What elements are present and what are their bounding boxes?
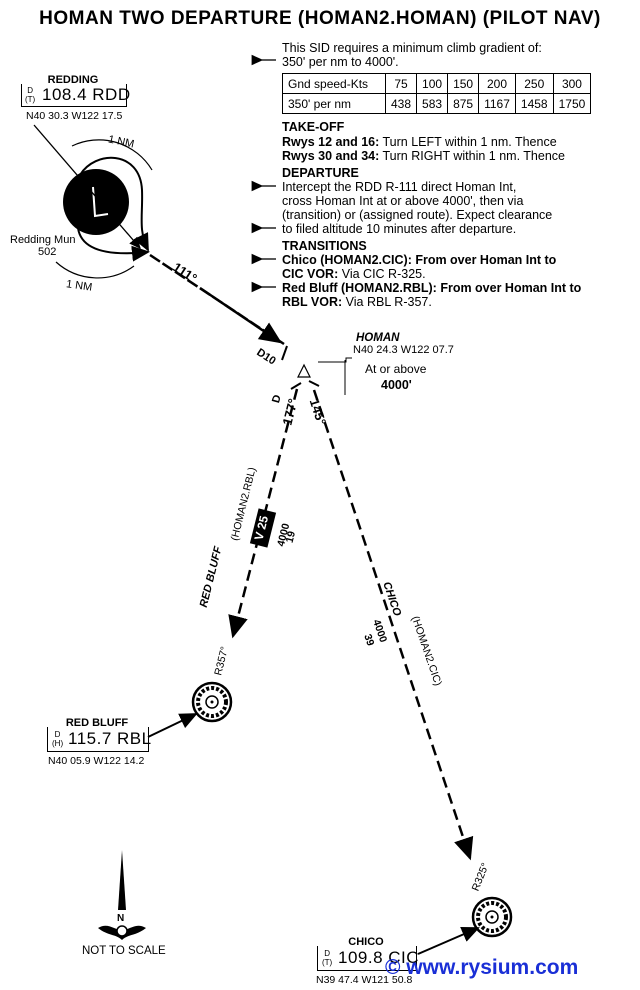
navaid-frequency: 108.4 RDD: [42, 85, 131, 104]
rdd-radial: [33, 124, 141, 249]
rwy-instruction: Turn RIGHT within 1 nm. Thence: [382, 149, 565, 163]
d-tick: [290, 382, 302, 390]
table-header-label: Gnd speed-Kts: [282, 73, 386, 94]
transition-chico: Chico (HOMAN2.CIC): From over Homan Int …: [282, 253, 557, 267]
class-flag: (T): [322, 958, 333, 967]
navaid-coordinates: N39 47.4 W121 50.8: [316, 974, 413, 986]
navaid-frame: [47, 727, 149, 752]
transition-red-bluff: Red Bluff (HOMAN2.RBL): From over Homan …: [282, 281, 582, 295]
table-row: Gnd speed-Kts 75 100 150 200 250 300: [282, 73, 592, 94]
watermark: © www.rysium.com: [385, 956, 579, 979]
navaid-name: REDDING: [47, 74, 99, 86]
class-flag: (T): [25, 95, 36, 104]
left-turn-path: [77, 227, 150, 262]
navaid-dt: D (H): [52, 730, 63, 748]
transition-red-bluff-route: RBL VOR: Via RBL R-357.: [282, 295, 432, 309]
navaid-name: CHICO: [348, 936, 384, 948]
navaid-frame: [21, 84, 127, 107]
table-cell: 875: [447, 93, 480, 114]
rbl-pointer: [147, 713, 198, 738]
text-pointer-arrows: [251, 54, 276, 293]
chico-navaid: CHICO D (T) 109.8 CIC N39 47.4 W121 50.8: [314, 936, 434, 988]
table-row-label: 350' per nm: [282, 93, 386, 114]
takeoff-heading: TAKE-OFF: [282, 120, 345, 134]
departure-line: to filed altitude 10 minutes after depar…: [282, 222, 517, 236]
runway-lines: [92, 186, 109, 218]
navaid-dt: D (T): [322, 949, 332, 967]
navaid-frequency: 109.8 CIC: [338, 948, 420, 967]
chico-vor-symbol: [471, 896, 513, 938]
transition-chico-route: CIC VOR: Via CIC R-325.: [282, 267, 426, 281]
table-cell: 1458: [514, 93, 554, 114]
departure-line: (transition) or (assigned route). Expect…: [282, 208, 553, 222]
navaid-dt: D (T): [25, 86, 35, 104]
departure-line: Intercept the RDD R-111 direct Homan Int…: [282, 180, 517, 194]
table-cell: 438: [384, 93, 418, 114]
takeoff-rwy-30-34: Rwys 30 and 34: Turn RIGHT within 1 nm. …: [282, 149, 565, 163]
departure-heading: DEPARTURE: [282, 166, 359, 180]
table-cell: 300: [552, 73, 592, 94]
table-cell: 1750: [552, 93, 592, 114]
navaid-name: RED BLUFF: [65, 717, 129, 729]
chico-route: [312, 389, 474, 861]
right-turn-path: [79, 156, 149, 252]
class-flag: (H): [52, 739, 64, 748]
airport-name: Redding Mun: [10, 234, 76, 246]
rwy-label: Rwys 30 and 34:: [282, 149, 380, 163]
homan-name: HOMAN: [356, 332, 400, 344]
table-cell: 1167: [478, 93, 516, 114]
transition-via: Via RBL R-357.: [345, 295, 432, 309]
chart-title: HOMAN TWO DEPARTURE (HOMAN2.HOMAN) (PILO…: [39, 8, 601, 29]
navaid-coordinates: N40 05.9 W122 14.2: [48, 755, 145, 767]
d-tick-right: [308, 380, 320, 387]
navaid-frequency: 115.7 RBL: [68, 729, 152, 748]
transition-target: CIC VOR:: [282, 267, 339, 281]
transition-via: Via CIC R-325.: [341, 267, 426, 281]
airway-box: [249, 508, 277, 548]
airport-elevation: 502: [38, 246, 57, 258]
north-label: N: [117, 913, 125, 924]
airport-symbol: [63, 169, 129, 235]
altitude-restriction-line-1: At or above: [365, 362, 427, 376]
homan-triangle: [297, 363, 311, 378]
rwy-label: Rwys 12 and 16:: [282, 135, 380, 149]
red-bluff-navaid: RED BLUFF D (H) 115.7 RBL N40 05.9 W122 …: [44, 717, 164, 769]
table-cell: 150: [447, 73, 480, 94]
navaid-coordinates: N40 30.3 W122 17.5: [26, 110, 123, 122]
dme-flag: D: [54, 730, 61, 739]
homan-leader: [318, 357, 352, 363]
north-arrow-icon: [98, 850, 146, 940]
dme-flag: D: [27, 86, 33, 95]
takeoff-rwy-12-16: Rwys 12 and 16: Turn LEFT within 1 nm. T…: [282, 135, 557, 149]
redding-navaid: REDDING D (T) 108.4 RDD N40 30.3 W122 17…: [18, 74, 138, 122]
rwy-instruction: Turn LEFT within 1 nm. Thence: [382, 135, 557, 149]
climb-line-1: This SID requires a minimum climb gradie…: [282, 41, 542, 55]
navaid-frame: [317, 946, 417, 971]
homan-coordinates: N40 24.3 W122 07.7: [353, 344, 454, 356]
course-111-line: [199, 286, 283, 344]
transitions-heading: TRANSITIONS: [282, 239, 367, 253]
dme-flag: D: [324, 949, 330, 958]
scale-note: NOT TO SCALE: [82, 945, 166, 957]
one-nm-arc-bottom: [55, 261, 135, 279]
d10-tick: [281, 345, 288, 361]
altitude-restriction-line-2: 4000': [381, 378, 412, 392]
one-nm-arc-top: [71, 139, 153, 171]
table-row: 350' per nm 438 583 875 1167 1458 1750: [282, 93, 592, 114]
climb-gradient-table: Gnd speed-Kts 75 100 150 200 250 300 350…: [282, 73, 592, 114]
red-bluff-vor-symbol: [191, 681, 233, 723]
cic-pointer: [417, 927, 480, 955]
climb-line-2: 350' per nm to 4000'.: [282, 55, 399, 69]
departure-line: cross Homan Int at or above 4000', then …: [282, 194, 524, 208]
transition-target: RBL VOR:: [282, 295, 343, 309]
